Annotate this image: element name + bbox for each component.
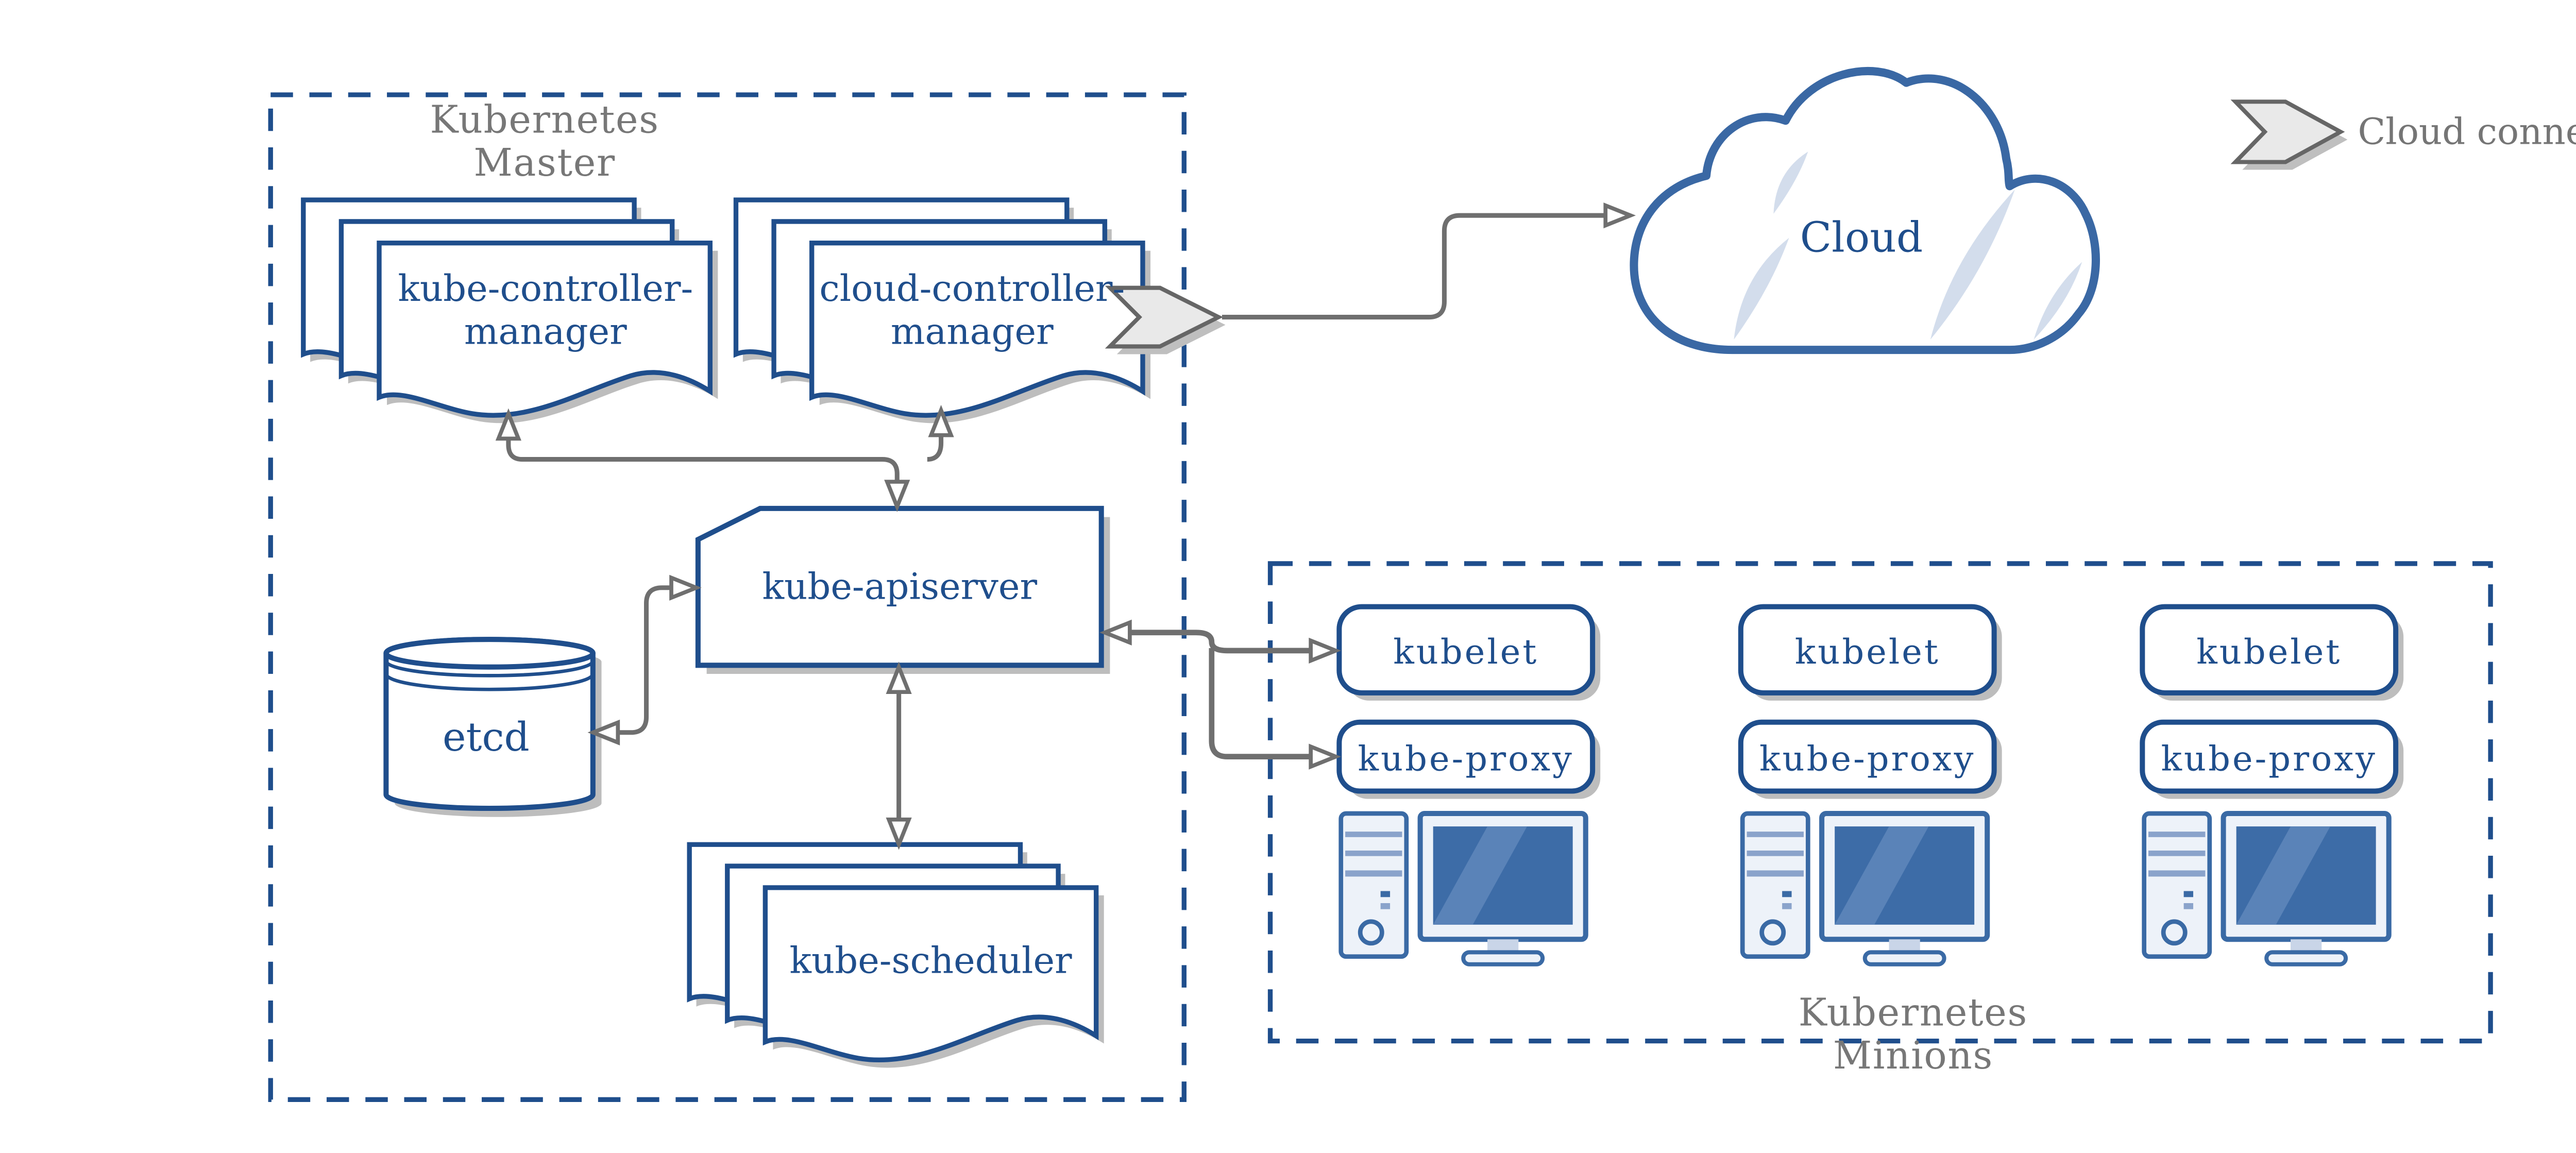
- kubernetes-master-boundary: [268, 92, 1187, 1103]
- arrows: [506, 213, 1606, 821]
- computer-icon-1: [1338, 811, 1588, 967]
- computer-icons: [1338, 811, 2392, 967]
- kubelet-label-2: kubelet: [1794, 630, 1940, 672]
- kube-apiserver-box: [695, 505, 1110, 674]
- etcd-label: etcd: [442, 716, 530, 761]
- minion-node-boxes: [1336, 604, 2404, 799]
- master-label-line2: Master: [473, 143, 616, 186]
- cloud-label: Cloud: [1800, 213, 1923, 262]
- arrow-apiserver-kubelet: [1129, 630, 1312, 654]
- kube-apiserver-label: kube-apiserver: [762, 566, 1038, 608]
- arrowhead-right-apiserver-left: [671, 578, 697, 598]
- kubelet-label-1: kubelet: [1393, 630, 1539, 672]
- kube-controller-manager-label-line1: kube-controller-: [398, 268, 693, 310]
- legend-label: Cloud connector: [2358, 111, 2576, 153]
- computer-monitor: [2221, 811, 2392, 967]
- arrow-to-cloud: [1222, 213, 1606, 320]
- cloud-highlight-3: [1930, 189, 2015, 340]
- computer-tower: [2142, 811, 2212, 959]
- kube-proxy-label-3: kube-proxy: [2161, 737, 2377, 778]
- arrowhead-right-cloud: [1605, 206, 1631, 226]
- kube-proxy-label-2: kube-proxy: [1759, 737, 1976, 778]
- arrowhead-right-kubelet: [1311, 640, 1336, 660]
- kube-scheduler-label: kube-scheduler: [789, 940, 1072, 982]
- cloud-controller-manager-label-line2: manager: [890, 311, 1054, 353]
- kube-proxy-box-3: [2140, 719, 2404, 799]
- computer-icon-2: [1740, 811, 1990, 967]
- cloud-highlight-2: [1734, 238, 1789, 340]
- cloud-controller-manager-label-line1: cloud-controller-: [819, 268, 1125, 310]
- kube-proxy-label-1: kube-proxy: [1358, 737, 1574, 778]
- computer-monitor: [1819, 811, 1990, 967]
- arrow-controllers-to-apiserver: [506, 437, 900, 483]
- kubelet-box-1: [1336, 604, 1601, 701]
- cloud-highlight-1: [1773, 151, 1808, 214]
- arrow-ccm-branch: [927, 434, 944, 462]
- master-label-line1: Kubernetes: [430, 100, 659, 143]
- cloud-connector-icon: [2230, 99, 2348, 170]
- kubelet-box-3: [2140, 604, 2404, 701]
- arrowhead-right-kubeproxy: [1311, 747, 1336, 767]
- etcd-database-cylinder: [383, 637, 602, 817]
- kubernetes-minions-boundary: [1267, 561, 2493, 1044]
- minions-label-line1: Kubernetes: [1798, 992, 2028, 1036]
- kubelet-box-2: [1738, 604, 2002, 701]
- cloud-connector-chevron: [1105, 285, 1226, 354]
- computer-icon-3: [2142, 811, 2392, 967]
- kubelet-label-3: kubelet: [2196, 630, 2342, 672]
- computer-tower: [1740, 811, 1810, 959]
- computer-tower: [1338, 811, 1409, 959]
- arrowhead-down-scheduler: [889, 820, 909, 845]
- kube-proxy-box-2: [1738, 719, 2002, 799]
- minions-label-line2: Minions: [1833, 1036, 1993, 1079]
- computer-monitor: [1417, 811, 1588, 967]
- arrowhead-down-apiserver: [887, 482, 907, 507]
- arrow-apiserver-kubeproxy: [1209, 648, 1312, 759]
- kube-controller-manager-label-line2: manager: [464, 311, 627, 353]
- arrow-apiserver-etcd: [617, 585, 672, 735]
- cloud-highlight-4: [2033, 262, 2082, 340]
- kube-proxy-box-1: [1336, 719, 1601, 799]
- cloud-shape: [1630, 67, 2100, 354]
